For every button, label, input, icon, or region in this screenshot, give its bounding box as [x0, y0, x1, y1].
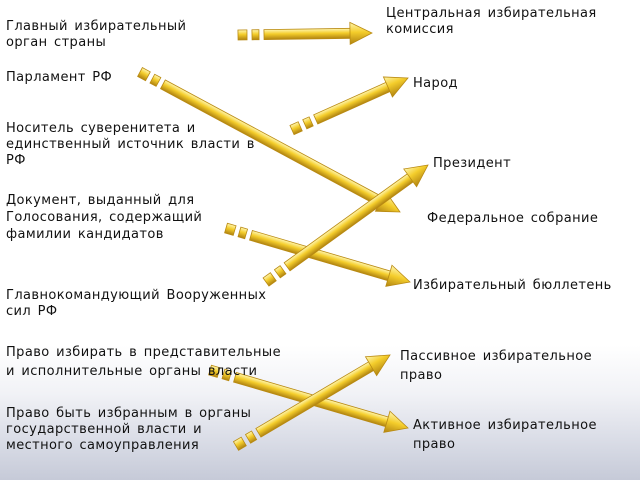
- term-passive-suffrage: Пассивное избирательное право: [400, 349, 592, 383]
- term-right-to-be-elected: Право быть избранным в органы государств…: [6, 406, 252, 453]
- term-commander-in-chief: Главнокомандующий Вооруженных сил РФ: [6, 288, 267, 319]
- arrow-l4-to-r5: [224, 222, 411, 287]
- arrow-l2-to-r4: [137, 67, 401, 213]
- term-federal-assembly: Федеральное собрание: [427, 211, 599, 226]
- term-people: Народ: [413, 76, 458, 91]
- term-president: Президент: [433, 156, 512, 171]
- arrow-l1-to-r1: [237, 21, 373, 45]
- term-parliament: Парламент РФ: [6, 70, 113, 85]
- term-ballot-document: Документ, выданный для Голосования, соде…: [6, 193, 203, 242]
- term-central-election-commission: Центральная избирательная комиссия: [386, 6, 597, 37]
- term-ballot: Избирательный бюллетень: [413, 278, 612, 293]
- term-right-to-vote: Право избирать в представительные и испо…: [6, 345, 281, 379]
- arrow-l7-to-r6: [232, 354, 391, 451]
- arrow-l3-to-r2: [289, 76, 409, 136]
- term-main-election-body: Главный избирательный орган страны: [6, 19, 187, 50]
- term-sovereignty-holder: Носитель суверенитета и единственный ист…: [6, 121, 255, 168]
- term-active-suffrage: Активное избирательное право: [413, 418, 597, 452]
- arrow-l5-to-r3: [262, 164, 429, 287]
